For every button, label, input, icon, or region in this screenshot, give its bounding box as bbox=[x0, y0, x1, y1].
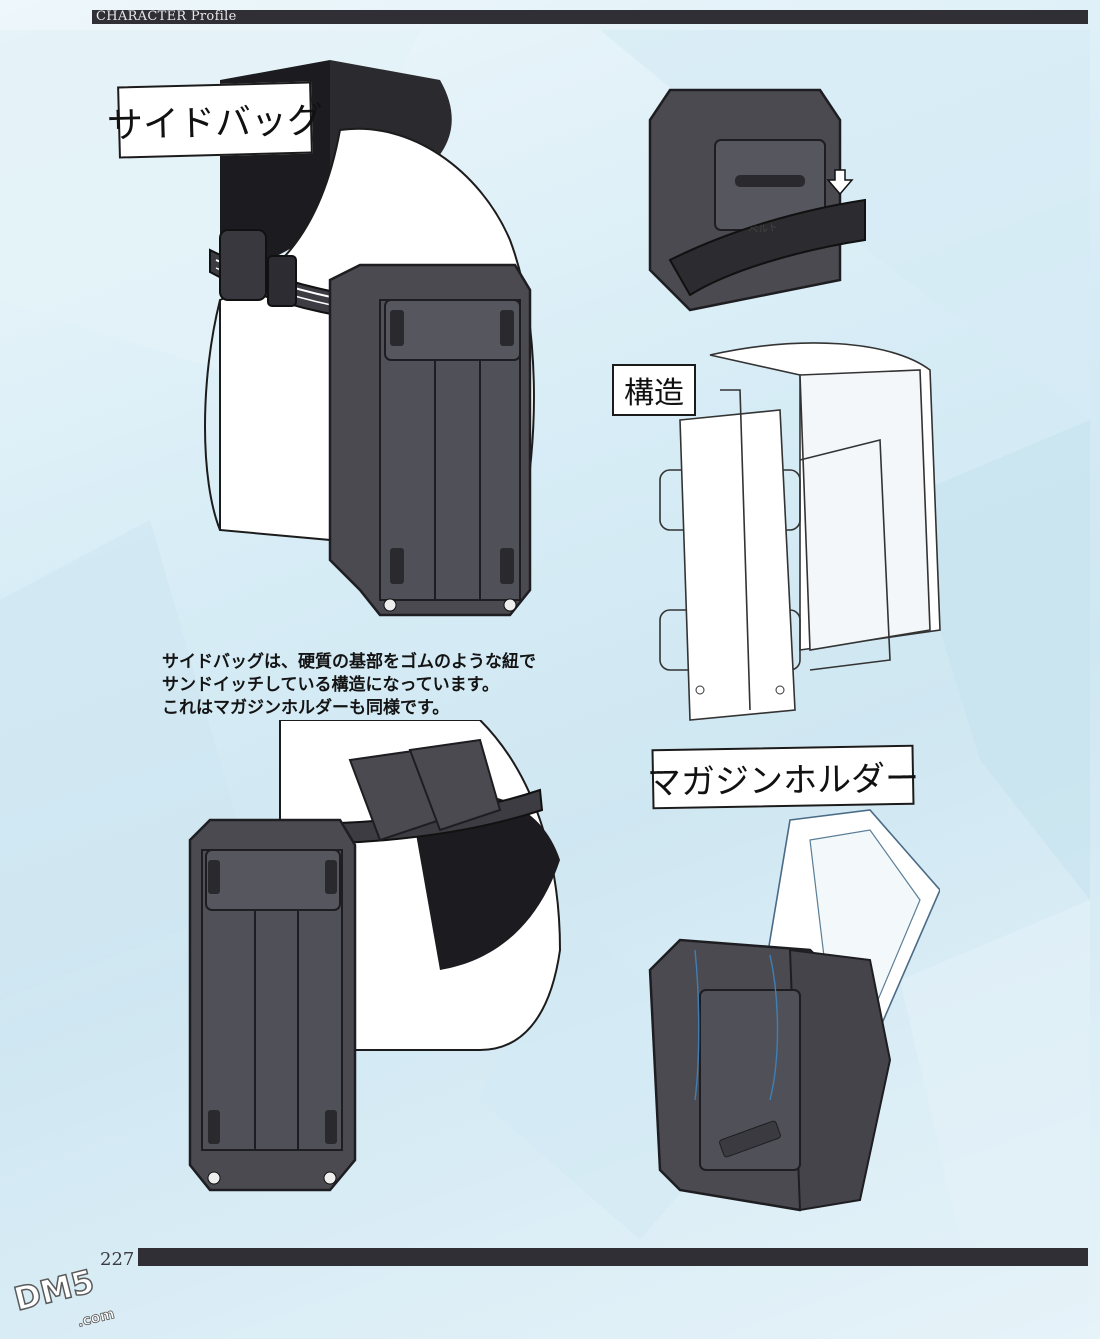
caption-line: サンドイッチしている構造になっています。 bbox=[162, 675, 499, 695]
watermark-logo: DM5 .com bbox=[10, 1262, 117, 1331]
magazine-holder-label: マガジンホルダー bbox=[647, 744, 919, 810]
magazine-holder-illustration bbox=[648, 809, 940, 1212]
belt-attach-illustration bbox=[648, 88, 866, 312]
page-number: 227 bbox=[100, 1249, 135, 1270]
side-bag-front-illustration bbox=[204, 60, 535, 617]
footer-bar bbox=[138, 1248, 1088, 1266]
belt-note: ベルト bbox=[747, 222, 779, 237]
caption-text: サイドバッグは、硬質の基部をゴムのような紐で サンドイッチしている構造になってい… bbox=[162, 651, 536, 720]
side-bag-label: サイドバッグ bbox=[107, 81, 324, 159]
section-label: CHARACTER Profile bbox=[96, 9, 237, 24]
side-bag-rear-illustration bbox=[188, 720, 562, 1192]
watermark-domain: .com bbox=[76, 1306, 117, 1331]
structure-exploded-illustration bbox=[659, 342, 941, 721]
structure-label: 構造 bbox=[612, 364, 696, 416]
watermark-text: DM5 bbox=[10, 1262, 97, 1318]
caption-line: サイドバッグは、硬質の基部をゴムのような紐で bbox=[162, 652, 536, 672]
caption-line: これはマガジンホルダーも同様です。 bbox=[162, 698, 450, 718]
header-bar bbox=[92, 10, 1088, 24]
